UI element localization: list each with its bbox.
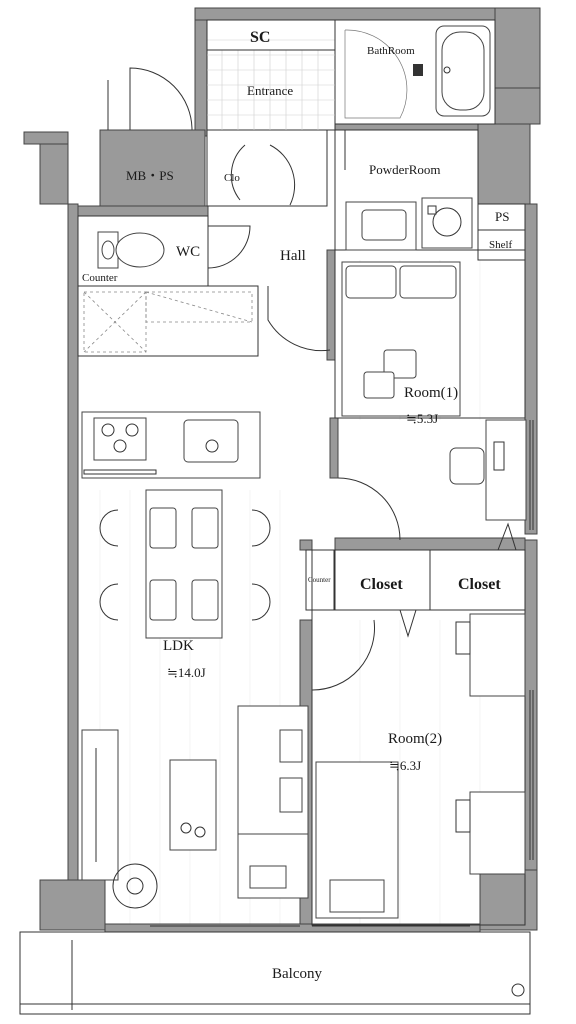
label-counter-small: Counter [308,576,331,584]
label-room2-name: Room(2) [388,731,442,747]
label-shelf: Shelf [489,239,513,251]
label-hall: Hall [280,248,306,264]
toilet [97,231,165,269]
desk-room2 [455,613,526,875]
label-ldk-size: ≒14.0J [167,665,206,680]
label-room1-size: ≒5.3J [406,411,438,426]
label-counter-wc: Counter [82,272,118,284]
door-swings [107,29,408,691]
label-closet-right: Closet [458,576,501,593]
tv-board [81,729,119,881]
walls [23,7,541,933]
balcony-area [19,931,531,1015]
storage-cross [83,291,253,353]
dining-set [99,489,271,639]
label-room1-name: Room(1) [404,385,458,401]
entrance-tiles [206,19,336,130]
bed-room1 [341,261,461,417]
kitchen-counter [81,411,261,479]
label-bathroom: BathRoom [367,45,415,57]
label-room2-size: ≒6.3J [389,758,421,773]
windows [150,420,534,927]
label-closet-left: Closet [360,576,403,593]
bathtub [413,25,491,117]
closet-markers [399,522,517,638]
sofa [237,705,309,899]
label-balcony: Balcony [272,966,322,982]
label-entrance: Entrance [247,83,293,98]
label-clo: Clo [224,172,240,184]
label-ps: PS [495,209,509,224]
plant [112,863,158,909]
label-sc: SC [250,29,270,46]
label-ldk-name: LDK [163,638,194,654]
washbasin [345,197,473,251]
label-wc: WC [176,244,200,260]
label-powder-room: PowderRoom [369,162,441,177]
bed-room2 [315,761,399,919]
label-mb-ps: MB・PS [126,168,174,183]
desk-room1 [449,419,527,521]
coffee-table [169,759,217,851]
